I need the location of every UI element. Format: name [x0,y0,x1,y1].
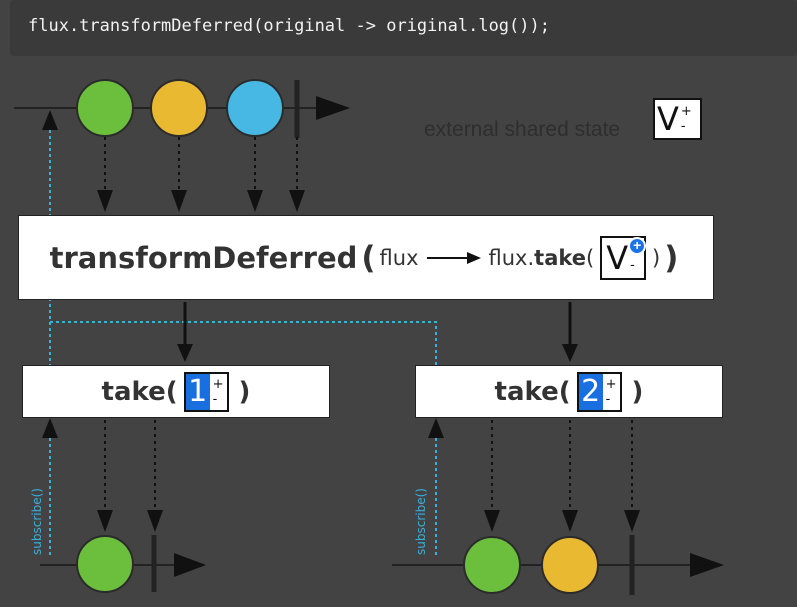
output2-marble-green [463,536,521,594]
source-emission-arrowheads [97,190,305,212]
transform-input: flux [379,245,419,270]
take-value: 1 [185,373,210,410]
shared-state-plusminus: + - [680,104,692,134]
external-state-label: external shared state [424,118,621,141]
code-snippet: flux.transformDeferred(original -> origi… [28,16,550,36]
transform-output-method: take [534,245,587,270]
take-close-paren: ) [238,376,251,407]
transform-fn-name: transformDeferred [49,240,358,275]
take-value: 2 [578,373,603,410]
subscribe-label-left: subscribe() [30,488,44,555]
code-bar: flux.transformDeferred(original -> origi… [10,0,797,56]
take-close-paren: ) [631,376,644,407]
take-label: take( [494,376,571,407]
output1-marble-green [76,535,134,593]
source-marble-blue [226,79,284,137]
source-emission-arrows [104,137,298,192]
transform-arg-box: V + - + [600,235,647,280]
transform-deferred-box: transformDeferred ( flux flux. take ( V … [18,215,714,300]
subscription-path [49,130,437,555]
subscription-arrowhead-left [42,418,58,438]
output2-marble-yellow [541,536,599,594]
take-value-box: 1 + - [183,371,229,412]
transform-arg-symbol: V [606,238,629,277]
subscribe-label-right: subscribe() [414,488,428,555]
take-box-2: take( 2 + - ) [415,365,723,418]
increment-plus-icon: + [628,236,647,255]
source-marble-green [76,79,134,137]
take-value-box: 2 + - [576,371,622,412]
subscription-arrowhead-top [42,110,58,130]
shared-state-box: V + - [653,98,702,140]
mapping-arrow-icon [426,248,481,268]
transform-open-paren: ( [361,239,376,276]
take-box-1: take( 1 + - ) [22,365,330,418]
transform-close-paren: ) [664,239,679,276]
transform-output-open: ( [586,245,595,270]
output1-timeline-arrowhead [174,553,206,577]
take-label: take( [101,376,178,407]
transform-output-prefix: flux. [488,245,535,270]
source-timeline-arrowhead [316,96,350,120]
source-marble-yellow [150,79,208,137]
shared-state-symbol: V [657,100,679,138]
transform-output-close: ) [652,245,661,270]
output2-timeline-arrowhead [690,553,724,577]
subscription-arrowhead-right [428,418,444,438]
